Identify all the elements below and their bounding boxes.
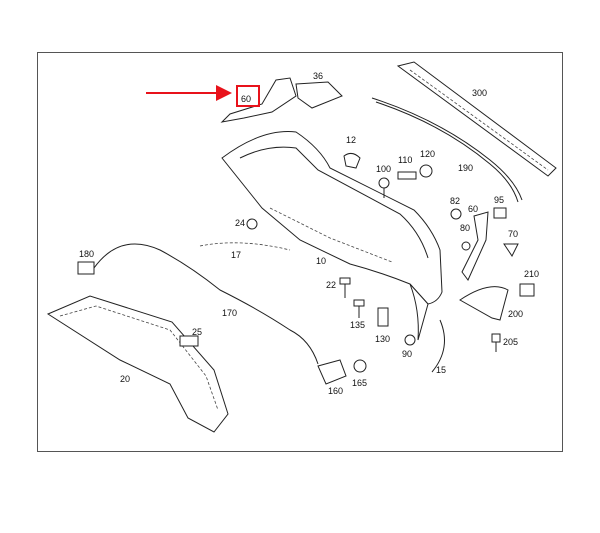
part-15-strip[interactable]	[431, 319, 445, 373]
part-60-bracket-right[interactable]	[461, 211, 489, 281]
label-95: 95	[494, 195, 504, 205]
label-17: 17	[231, 250, 241, 260]
label-15: 15	[436, 365, 446, 375]
part-95-clip[interactable]	[493, 207, 507, 219]
label-60-right: 60	[468, 204, 478, 214]
label-12: 12	[346, 135, 356, 145]
part-300-trim-strip[interactable]	[396, 61, 557, 177]
label-24: 24	[235, 218, 245, 228]
part-25-clip[interactable]	[179, 335, 199, 347]
label-60-highlighted[interactable]: 60	[241, 94, 251, 104]
part-17-strip[interactable]	[199, 242, 291, 251]
part-20-diffuser[interactable]	[46, 295, 229, 433]
part-80-clip[interactable]	[461, 241, 471, 251]
part-130-clip[interactable]	[377, 307, 389, 327]
label-200: 200	[508, 309, 523, 319]
part-90-screw[interactable]	[404, 334, 416, 346]
part-210-sensor[interactable]	[519, 283, 535, 297]
label-20: 20	[120, 374, 130, 384]
part-24-grommet[interactable]	[246, 218, 258, 230]
part-205-bolt[interactable]	[491, 333, 501, 352]
part-120-nut[interactable]	[419, 164, 433, 178]
label-165: 165	[352, 378, 367, 388]
part-22-bolt[interactable]	[339, 277, 351, 298]
part-200-moulding[interactable]	[459, 286, 509, 321]
label-70: 70	[508, 229, 518, 239]
label-10: 10	[316, 256, 326, 266]
part-190-moulding[interactable]	[371, 97, 523, 201]
part-36-bracket[interactable]	[295, 81, 343, 109]
part-70-rivet[interactable]	[503, 243, 519, 257]
label-36: 36	[313, 71, 323, 81]
label-170: 170	[222, 308, 237, 318]
part-110-screw[interactable]	[397, 171, 417, 180]
label-22: 22	[326, 280, 336, 290]
label-100: 100	[376, 164, 391, 174]
label-180: 180	[79, 249, 94, 259]
part-180-connector[interactable]	[77, 261, 95, 275]
label-80: 80	[460, 223, 470, 233]
label-130: 130	[375, 334, 390, 344]
label-210: 210	[524, 269, 539, 279]
label-90: 90	[402, 349, 412, 359]
label-135: 135	[350, 320, 365, 330]
label-205: 205	[503, 337, 518, 347]
label-110: 110	[398, 155, 412, 165]
label-300: 300	[472, 88, 487, 98]
label-190: 190	[458, 163, 473, 173]
highlight-box	[236, 85, 260, 107]
part-165-ring[interactable]	[353, 359, 367, 373]
label-120: 120	[420, 149, 435, 159]
label-25: 25	[192, 327, 202, 337]
part-10-bumper-cover[interactable]	[221, 131, 443, 341]
label-160: 160	[328, 386, 343, 396]
part-82-clip[interactable]	[450, 208, 462, 220]
part-60-bracket[interactable]	[220, 77, 297, 123]
part-170-wiring-harness[interactable]	[93, 243, 319, 365]
part-160-sensor[interactable]	[317, 359, 347, 385]
part-100-screw[interactable]	[378, 177, 390, 198]
part-12-clip[interactable]	[343, 152, 361, 169]
label-82: 82	[450, 196, 460, 206]
part-135-bolt[interactable]	[353, 299, 365, 318]
